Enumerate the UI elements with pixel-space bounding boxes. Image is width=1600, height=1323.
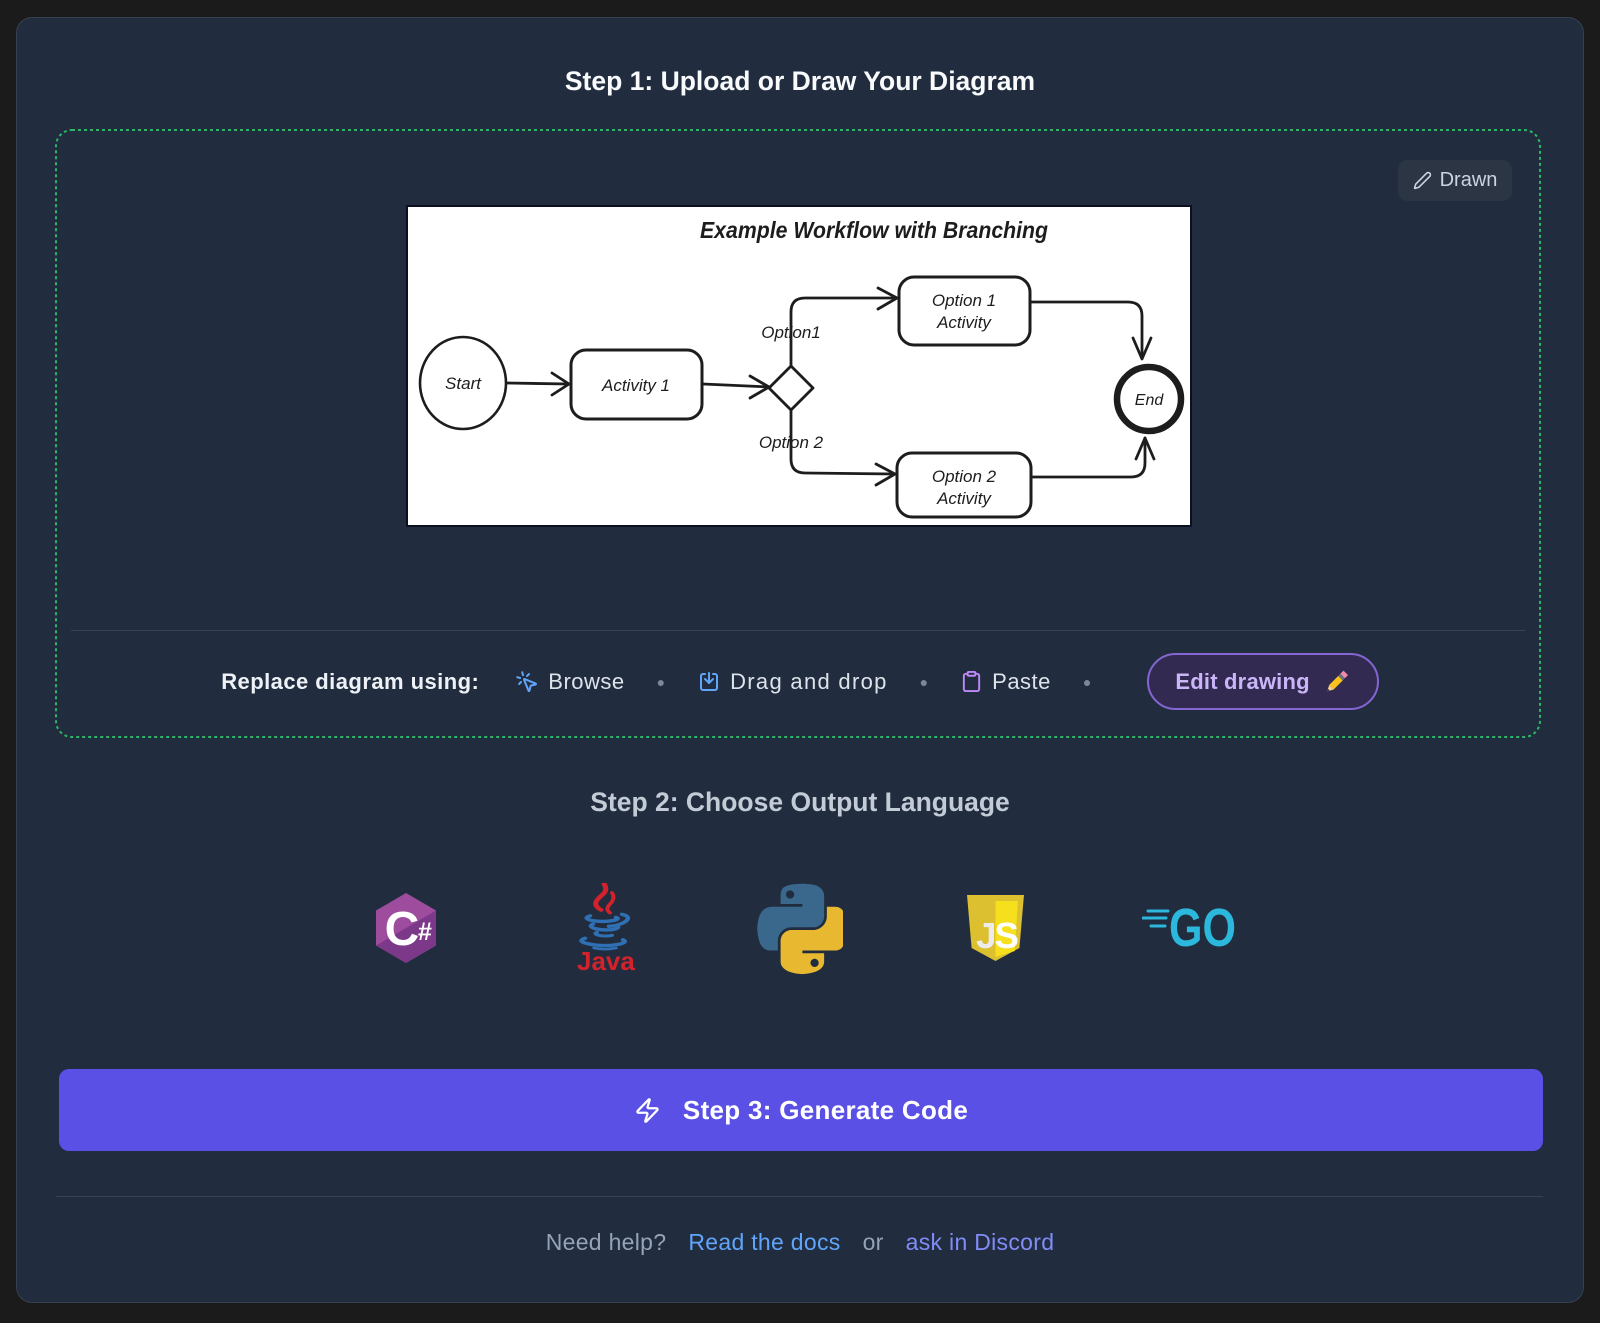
svg-text:J: J	[976, 915, 996, 956]
svg-text:Option 1: Option 1	[932, 291, 996, 310]
svg-text:C: C	[385, 903, 420, 956]
svg-text:Activity: Activity	[936, 313, 992, 332]
svg-text:Example Workflow with Branchin: Example Workflow with Branching	[700, 217, 1048, 243]
svg-text:#: #	[418, 918, 432, 946]
svg-text:End: End	[1135, 392, 1165, 409]
svg-text:Option 2: Option 2	[932, 467, 997, 486]
svg-text:GO: GO	[1169, 905, 1236, 949]
svg-text:Start: Start	[445, 374, 482, 393]
svg-text:Activity 1: Activity 1	[601, 376, 670, 395]
svg-text:Option 2: Option 2	[759, 433, 824, 452]
svg-text:S: S	[994, 915, 1018, 956]
svg-text:Option1: Option1	[761, 323, 821, 342]
svg-text:Activity: Activity	[936, 489, 992, 508]
